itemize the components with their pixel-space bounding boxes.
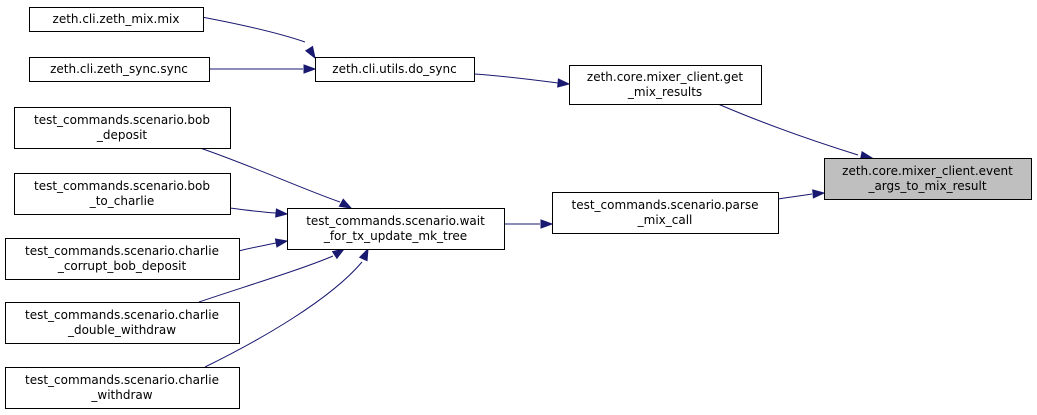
node-label-line: zeth.cli.utils.do_sync (332, 62, 456, 76)
node-label-line: _args_to_mix_result (867, 179, 986, 193)
edge-line (198, 255, 334, 303)
arrow-head-icon (274, 238, 289, 248)
edge-bob_to_charlie-to-wait_tx (229, 207, 289, 218)
node-label-line: _double_withdraw (67, 323, 176, 337)
edge-line (238, 242, 277, 252)
edge-get_mix_results-to-event_args (717, 103, 874, 161)
node-label-line: test_commands.scenario.wait (306, 214, 485, 228)
edge-line (777, 193, 813, 200)
node-event-args: zeth.core.mixer_client.event_args_to_mix… (824, 158, 1032, 200)
edge-wait_tx-to-parse_mix_call (504, 219, 554, 229)
nodes-layer: zeth.cli.zeth_mix.mix zeth.cli.zeth_sync.… (5, 7, 1032, 409)
edge-line (717, 103, 859, 156)
node-zeth-mix[interactable]: zeth.cli.zeth_mix.mix (29, 7, 204, 32)
edge-charlie_corrupt-to-wait_tx (238, 238, 289, 252)
node-do-sync[interactable]: zeth.cli.utils.do_sync (315, 57, 475, 82)
node-label-line: _to_charlie (89, 194, 155, 208)
node-box (552, 192, 779, 234)
node-box (287, 208, 505, 250)
node-bob-to-charlie[interactable]: test_commands.scenario.bob_to_charlie (14, 173, 231, 215)
node-label-line: test_commands.scenario.bob (34, 113, 210, 127)
node-label-line: test_commands.scenario.bob (34, 179, 210, 193)
edge-line (204, 261, 363, 368)
arrow-head-icon (331, 248, 346, 260)
node-label-line: test_commands.scenario.parse (572, 198, 759, 212)
node-box (824, 158, 1032, 200)
node-box (14, 173, 231, 215)
arrow-head-icon (812, 189, 826, 199)
arrow-head-icon (540, 219, 554, 229)
node-charlie-corrupt[interactable]: test_commands.scenario.charlie_corrupt_b… (5, 238, 240, 280)
edge-do_sync-to-get_mix_results (473, 73, 571, 88)
node-charlie-double[interactable]: test_commands.scenario.charlie_double_wi… (5, 302, 240, 344)
node-label-line: zeth.cli.zeth_sync.sync (50, 62, 188, 76)
node-label-line: _deposit (96, 128, 148, 142)
node-zeth-sync[interactable]: zeth.cli.zeth_sync.sync (29, 57, 210, 82)
arrow-head-icon (275, 208, 289, 218)
node-label-line: _corrupt_bob_deposit (57, 259, 187, 273)
arrow-head-icon (557, 78, 571, 88)
node-bob-deposit[interactable]: test_commands.scenario.bob_deposit (14, 107, 231, 149)
node-parse-mix-call[interactable]: test_commands.scenario.parse_mix_call (552, 192, 779, 234)
arrow-head-icon (303, 64, 317, 74)
node-get-mix-results[interactable]: zeth.core.mixer_client.get_mix_results (569, 65, 762, 105)
edge-line (229, 207, 277, 214)
node-box (29, 57, 210, 82)
node-charlie-withdraw[interactable]: test_commands.scenario.charlie_withdraw (5, 367, 240, 409)
node-box (5, 302, 240, 344)
node-label-line: _mix_call (637, 213, 693, 227)
edge-bob_deposit-to-wait_tx (199, 147, 353, 209)
node-label-line: zeth.cli.zeth_mix.mix (53, 12, 180, 26)
node-box (29, 7, 204, 32)
edge-line (473, 73, 559, 84)
edge-line (199, 147, 341, 203)
node-box (315, 57, 475, 82)
edge-charlie_double-to-wait_tx (198, 248, 346, 303)
node-label-line: _withdraw (90, 388, 152, 402)
node-box (5, 367, 240, 409)
node-label-line: zeth.core.mixer_client.get (587, 70, 743, 84)
node-box (14, 107, 231, 149)
node-label-line: _mix_results (627, 85, 702, 99)
edges-layer (173, 11, 874, 368)
node-label-line: test_commands.scenario.charlie (25, 308, 219, 322)
node-label-line: zeth.core.mixer_client.event (842, 164, 1013, 178)
node-box (5, 238, 240, 280)
node-box (569, 65, 762, 105)
node-label-line: _for_tx_update_mk_tree (323, 229, 467, 243)
node-wait-tx[interactable]: test_commands.scenario.wait_for_tx_updat… (287, 208, 505, 250)
arrow-head-icon (338, 198, 353, 209)
arrow-head-icon (358, 247, 369, 262)
node-label-line: test_commands.scenario.charlie (25, 244, 219, 258)
edge-zeth_sync-to-do_sync (209, 64, 317, 74)
edge-charlie_withdraw-to-wait_tx (204, 247, 369, 368)
node-label-line: test_commands.scenario.charlie (25, 373, 219, 387)
arrow-head-icon (304, 45, 316, 60)
edge-parse_mix_call-to-event_args (777, 189, 826, 200)
